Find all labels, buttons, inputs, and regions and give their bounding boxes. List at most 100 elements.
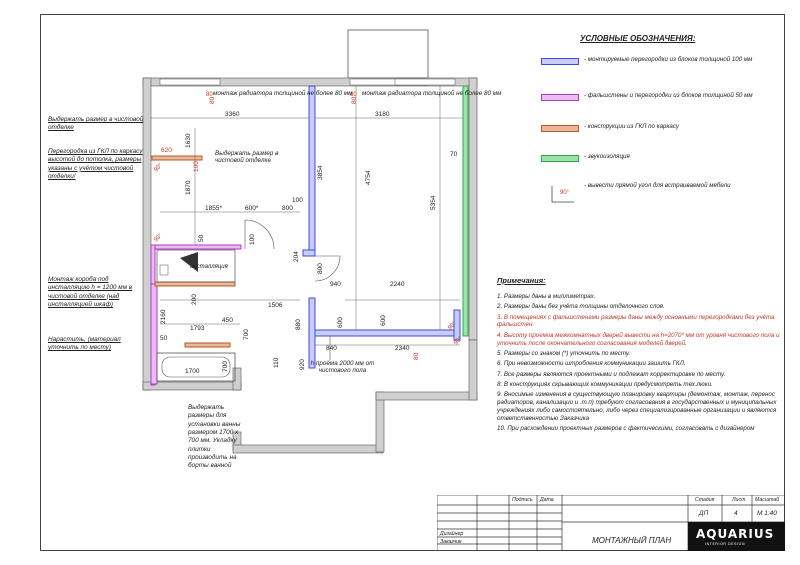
svg-text:80: 80 [206, 92, 213, 98]
legend-swatch-brown [541, 125, 579, 132]
note-9: 9. Вносимые изменения в существующую пла… [497, 391, 777, 422]
dim-800: 800 [282, 205, 293, 212]
dim-600b: 600 [380, 315, 387, 326]
stamp-podpis: Подпись [512, 497, 533, 503]
dim-100c: 100 [249, 234, 256, 245]
bathtub [156, 352, 236, 382]
legend-item-gkl: - конструкции из ГКЛ по каркасу [538, 123, 778, 135]
stamp-scale-label: Масштаб [755, 497, 780, 503]
dim-920: 920 [299, 359, 306, 370]
legend-title: УСЛОВНЫЕ ОБОЗНАЧЕНИЯ: [580, 34, 696, 43]
dim-3360: 3360 [225, 111, 240, 118]
svg-text:90°: 90° [560, 190, 570, 196]
dim-100b: 100 [292, 197, 303, 204]
note-7: 7. Все размеры являются проектными и под… [497, 370, 726, 378]
dim-80a: 80 [209, 96, 216, 104]
dim-2340: 2340 [395, 345, 410, 352]
dim-100a: 100 [193, 161, 200, 172]
dim-3854: 3854 [317, 165, 324, 180]
dim-50b: 50 [160, 335, 168, 342]
logo-subtext: INTERIOR DESIGN [705, 542, 746, 546]
dim-600a: 600 [337, 317, 344, 328]
dim-1700: 1700 [185, 368, 200, 375]
dim-940: 940 [330, 281, 341, 288]
note-5: 5. Размеры со знаком (*) уточнить по мес… [497, 349, 631, 357]
stamp-stage-label: Стадия [695, 497, 715, 503]
note-4: 4. Высоту проемов межкомнатных дверей вы… [497, 331, 780, 347]
note-8: 8. В конструкциях скрывающих коммуникаци… [497, 380, 713, 388]
legend-swatch-green [541, 155, 579, 162]
dim-600s: 600* [245, 205, 259, 212]
svg-text:90°: 90° [453, 335, 464, 346]
installation-label: инсталляция [190, 264, 228, 270]
legend-item-false-walls: - фальшстены и перегородки из блоков тол… [538, 92, 778, 104]
legend-item-soundproof: - звукоизоляция [538, 153, 778, 165]
dim-1855: 1855* [205, 205, 222, 212]
dim-4754: 4754 [365, 170, 372, 185]
dim-840: 840 [326, 345, 337, 352]
dim-620: 620 [161, 147, 172, 154]
dim-110: 110 [273, 357, 280, 368]
dim-80c: 80 [413, 352, 420, 360]
dim-70: 70 [450, 151, 458, 158]
left-note-1: Выдержать размер в чистовой отделке [48, 116, 144, 132]
dim-700a: 700 [243, 329, 250, 340]
radiator-note-right: монтаж радиатора толщиной не более 80 мм [362, 90, 502, 97]
dim-2160: 2160 [160, 309, 167, 324]
svg-text:90°: 90° [447, 320, 458, 331]
note-10: 10. При расхождении проектных размеров с… [497, 424, 755, 432]
dim-5354: 5354 [430, 195, 437, 210]
stamp-designer: Дизайнер [440, 531, 464, 537]
note-6: 6. При невозможности штробления коммуник… [497, 360, 686, 368]
notes-block: Примечания: 1. Размеры даны в миллиметра… [497, 276, 787, 435]
dim-1630: 1630 [185, 133, 192, 148]
stamp-title: МОНТАЖНЫЙ ПЛАН [592, 536, 672, 545]
svg-text:90°: 90° [153, 162, 164, 173]
bath-note: Выдержать размеры для установки ванны ра… [188, 404, 241, 470]
radiator-note-left: монтаж радиатора толщиной не более 80 мм [213, 90, 353, 97]
left-note-3: Монтаж короба под инсталляцию h = 1200 м… [48, 276, 133, 308]
stamp-data: Дата [540, 497, 554, 503]
stamp-stage: ДП [699, 510, 709, 517]
opening-height-note: h проёма 2000 мм от чистового пола [310, 360, 375, 375]
dim-1870: 1870 [185, 180, 192, 195]
legend-item-right-angle: 90° - вывести прямой угол для встраиваем… [538, 182, 778, 203]
doors [244, 219, 341, 360]
left-note-4: Нарастить, (материал уточнить по месту) [48, 336, 121, 352]
outer-walls [142, 77, 478, 454]
dim-1793: 1793 [190, 325, 205, 332]
gkl-structures [151, 155, 236, 348]
note-1: 1. Размеры даны в миллиметрах. [497, 293, 596, 300]
partitions-100 [302, 85, 461, 369]
dim-2240: 2240 [390, 281, 405, 288]
title-block-text: Подпись Дата Дизайнер Заказчик МОНТАЖНЫЙ… [437, 495, 785, 551]
windows [159, 78, 456, 86]
svg-text:80: 80 [350, 92, 357, 98]
angle-markers: 90° 90° 90° 90° 80 80 [153, 92, 464, 346]
keep-size-note: Выдержать размер в чистовой отделке [215, 150, 279, 165]
dim-204: 204 [293, 251, 300, 262]
dim-450: 450 [222, 317, 233, 324]
dim-200: 200 [191, 294, 198, 305]
logo-text: AQUARIUS [696, 527, 775, 541]
dim-80b: 80 [351, 96, 358, 104]
dimension-lines [151, 86, 463, 346]
stamp-sheet-label: Лист [732, 497, 746, 503]
drawing-sheet [40, 14, 785, 551]
left-note-2: Перегородка из ГКЛ по каркасу высотой до… [48, 148, 143, 180]
legend-item-blocks-100: - монтируемые перегородки из блоков толщ… [538, 56, 778, 68]
legend-swatch-magenta [541, 94, 579, 101]
dim-50a: 50 [198, 234, 205, 242]
dim-800b: 800 [317, 263, 324, 274]
dim-880: 880 [295, 319, 302, 330]
right-angle-icon: 90° [551, 186, 574, 203]
installation-box [156, 249, 236, 283]
soundproofing [462, 85, 469, 337]
legend-swatch-blue [541, 58, 579, 65]
dim-1506: 1506 [268, 302, 283, 309]
false-walls-50 [150, 244, 242, 386]
dim-3180: 3180 [375, 111, 390, 118]
dim-700b: 700 [222, 361, 229, 372]
dimension-labels: 3360 3180 1630 1870 620 100 80 80 1855* … [160, 96, 458, 375]
stamp-scale: М 1:40 [757, 510, 777, 517]
